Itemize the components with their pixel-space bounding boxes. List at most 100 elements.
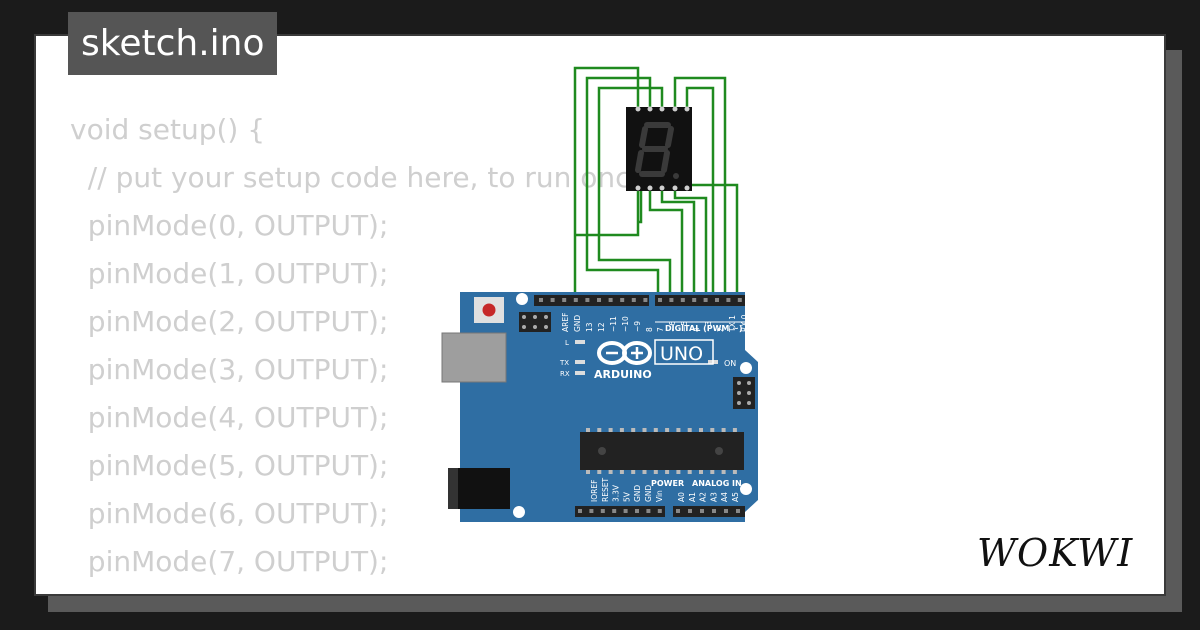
- wokwi-logo-text: WOKWI: [977, 531, 1133, 575]
- header-pin: [539, 298, 543, 302]
- header-pin: [608, 298, 613, 302]
- chip-pin: [710, 470, 715, 474]
- pin-label: ~9: [633, 321, 642, 332]
- power-pin-label: Vin: [655, 490, 664, 502]
- code-line: pinMode(6, OUTPUT);: [70, 497, 389, 530]
- header-pin: [631, 298, 636, 302]
- header-pin: [635, 509, 639, 513]
- code-preview: void setup() { // put your setup code he…: [70, 106, 657, 594]
- chip-pin: [619, 428, 624, 432]
- digital-header-right: [655, 295, 745, 306]
- chip-pin: [586, 428, 590, 432]
- header-pin: [573, 298, 578, 302]
- usb-port: [441, 332, 507, 383]
- pin-label: 12: [597, 322, 606, 332]
- pin-label: 2: [716, 327, 725, 332]
- pin-label: RX 0: [740, 314, 749, 332]
- chip-pin: [710, 428, 715, 432]
- pin-label: ~6: [668, 321, 677, 332]
- chip-pin: [687, 470, 692, 474]
- header-pin: [643, 298, 648, 302]
- pin-label: 4: [692, 327, 701, 332]
- analog-pin-label: A0: [677, 492, 686, 502]
- header-pin: [736, 509, 740, 513]
- l-led-label: L: [565, 339, 569, 347]
- chip-pin: [608, 470, 613, 474]
- power-pin-label: GND: [644, 485, 653, 502]
- header-pin: [712, 509, 716, 513]
- power-jack: [448, 468, 510, 509]
- arduino-logo-icon: [597, 341, 652, 365]
- header-pin: [550, 298, 555, 302]
- header-pin: [620, 298, 625, 302]
- digital-header-left: [534, 295, 649, 306]
- header-pin: [692, 298, 697, 302]
- chip-pin: [631, 470, 636, 474]
- code-line: pinMode(3, OUTPUT);: [70, 353, 389, 386]
- arduino-brand: ARDUINO: [594, 368, 652, 381]
- header-pin: [646, 509, 651, 513]
- digital-label: DIGITAL (PWM ~): [665, 324, 743, 333]
- header-pin: [680, 298, 685, 302]
- code-line: pinMode(2, OUTPUT);: [70, 305, 389, 338]
- chip-pin: [642, 470, 647, 474]
- chip-pin: [665, 470, 670, 474]
- pin-label: AREF: [561, 313, 570, 332]
- analog-pin-label: A2: [699, 492, 708, 502]
- chip-pin: [699, 470, 703, 474]
- power-label: POWER: [651, 479, 684, 488]
- analog-pin-label: A4: [720, 492, 729, 502]
- code-line: void setup() {: [70, 113, 266, 146]
- pin-label: ~3: [704, 321, 713, 332]
- code-line: pinMode(4, OUTPUT);: [70, 401, 389, 434]
- chip-pin: [631, 428, 636, 432]
- wires: [573, 66, 739, 298]
- chip-pin: [699, 428, 703, 432]
- code-line: pinMode(0, OUTPUT);: [70, 209, 389, 242]
- power-pin-label: IOREF: [590, 480, 599, 502]
- header-pin: [676, 509, 680, 513]
- pin-label: GND: [573, 315, 582, 332]
- code-line: pinMode(1, OUTPUT);: [70, 257, 389, 290]
- pin-label: ~11: [609, 316, 618, 332]
- header-pin: [724, 509, 728, 513]
- chip-pin: [608, 428, 613, 432]
- power-pin-label: 3.3V: [612, 484, 621, 502]
- pin-label: ~10: [621, 316, 630, 332]
- header-pin: [737, 298, 742, 302]
- pin-label: 7: [656, 327, 665, 332]
- header-pin: [726, 298, 731, 302]
- power-pin-label: RESET: [601, 478, 610, 502]
- header-pin: [700, 509, 704, 513]
- code-line: }: [70, 586, 657, 594]
- header-pin: [658, 298, 662, 302]
- chip-pin: [597, 470, 602, 474]
- pin-label: 13: [585, 322, 594, 332]
- header-pin: [688, 509, 692, 513]
- chip-pin: [597, 428, 602, 432]
- tx-led-label: TX: [559, 359, 569, 367]
- header-pin: [657, 509, 662, 513]
- sketch-file-name: sketch.ino: [68, 12, 278, 75]
- chip-pin: [642, 428, 647, 432]
- power-pin-label: 5V: [622, 491, 631, 502]
- pin-label: ~5: [680, 321, 689, 332]
- header-pin: [703, 298, 708, 302]
- chip-pin: [676, 470, 681, 474]
- header-pin: [623, 509, 628, 513]
- chip-pin: [619, 470, 624, 474]
- rx-led-label: RX: [560, 370, 570, 378]
- analog-pin-label: A3: [709, 492, 718, 502]
- chip-pin: [732, 470, 737, 474]
- pin-label: TX 1: [728, 315, 737, 333]
- header-pin: [578, 509, 582, 513]
- header-pin: [585, 298, 590, 302]
- header-pin: [600, 509, 605, 513]
- chip-pin: [653, 470, 658, 474]
- header-pin: [589, 509, 594, 513]
- chip-pin: [687, 428, 692, 432]
- on-label: ON: [724, 359, 736, 368]
- uno-model: UNO: [660, 343, 703, 365]
- chip-pin: [665, 428, 670, 432]
